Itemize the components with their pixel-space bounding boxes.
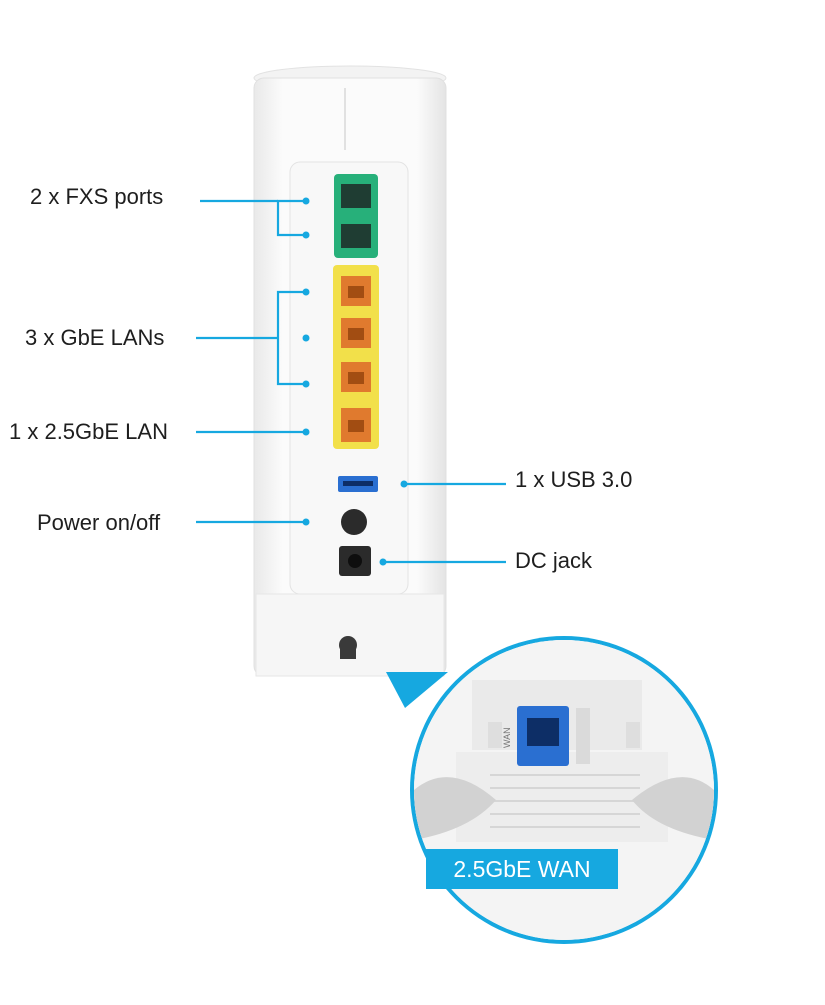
lan-25gbe-label: 1 x 2.5GbE LAN (9, 419, 168, 444)
zoom-pointer (386, 672, 448, 708)
fxs-ports (334, 174, 378, 258)
wan-caption: 2.5GbE WAN (426, 849, 618, 889)
gbe-lans-label: 3 x GbE LANs (25, 325, 165, 350)
usb-label: 1 x USB 3.0 (515, 467, 633, 492)
power-button (341, 509, 367, 535)
callout-dots (302, 197, 408, 566)
dc-jack (339, 546, 371, 576)
usb-port (338, 476, 378, 492)
dc-jack-label: DC jack (515, 548, 593, 573)
lan-ports (333, 265, 379, 449)
power-label: Power on/off (37, 510, 161, 535)
callout-lines (196, 199, 506, 564)
fxs-ports-label: 2 x FXS ports (30, 184, 164, 209)
inset-port-text: WAN (502, 727, 512, 748)
wan-inset: WAN (410, 636, 718, 944)
